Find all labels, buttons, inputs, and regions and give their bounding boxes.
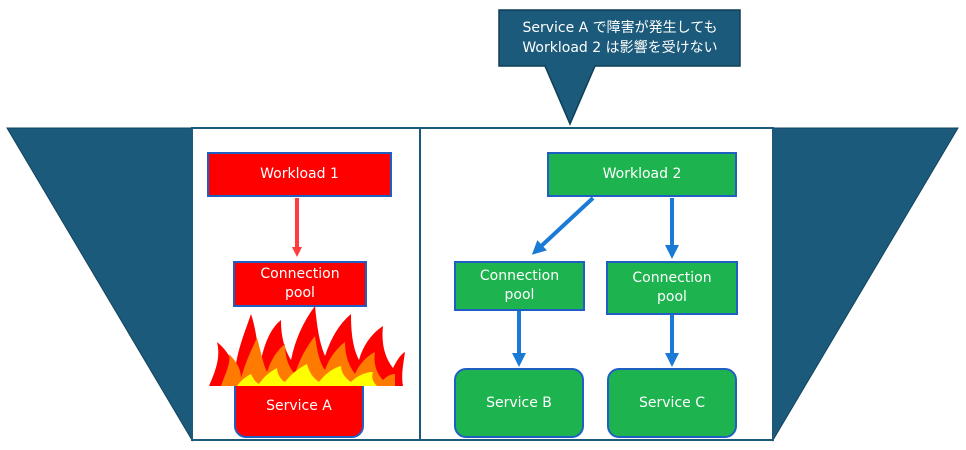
callout-bubble (498, 9, 741, 126)
connection-pool-a-box: Connection pool (233, 261, 367, 307)
right-bulkhead-wall (772, 127, 959, 442)
service-a-label-wrap: Service A (234, 392, 364, 420)
connection-pool-c-box: Connection pool (606, 261, 738, 315)
workload-1-box: Workload 1 (207, 152, 392, 197)
workload-2-box: Workload 2 (547, 152, 737, 197)
callout-text: Service A で障害が発生しても Workload 2 は影響を受けない (500, 10, 740, 66)
connection-pool-b-box: Connection pool (454, 261, 585, 311)
workload-1-label: Workload 1 (260, 166, 339, 182)
left-bulkhead-wall (6, 127, 193, 442)
service-b-box: Service B (454, 368, 584, 438)
callout-line-2: Workload 2 は影響を受けない (522, 40, 718, 56)
workload-2-label: Workload 2 (602, 166, 682, 182)
connection-pool-b-label: Connection pool (479, 268, 560, 303)
service-c-label: Service C (639, 394, 705, 411)
callout-line-1: Service A で障害が発生しても (522, 20, 718, 36)
connection-pool-a-label: Connection pool (260, 266, 340, 301)
service-b-label: Service B (486, 394, 552, 411)
fire-icon (209, 306, 405, 386)
arrow-workload2-to-pool-b (531, 196, 595, 255)
service-c-box: Service C (607, 368, 737, 438)
connection-pool-c-label: Connection pool (632, 270, 712, 305)
service-a-label: Service A (266, 397, 332, 414)
